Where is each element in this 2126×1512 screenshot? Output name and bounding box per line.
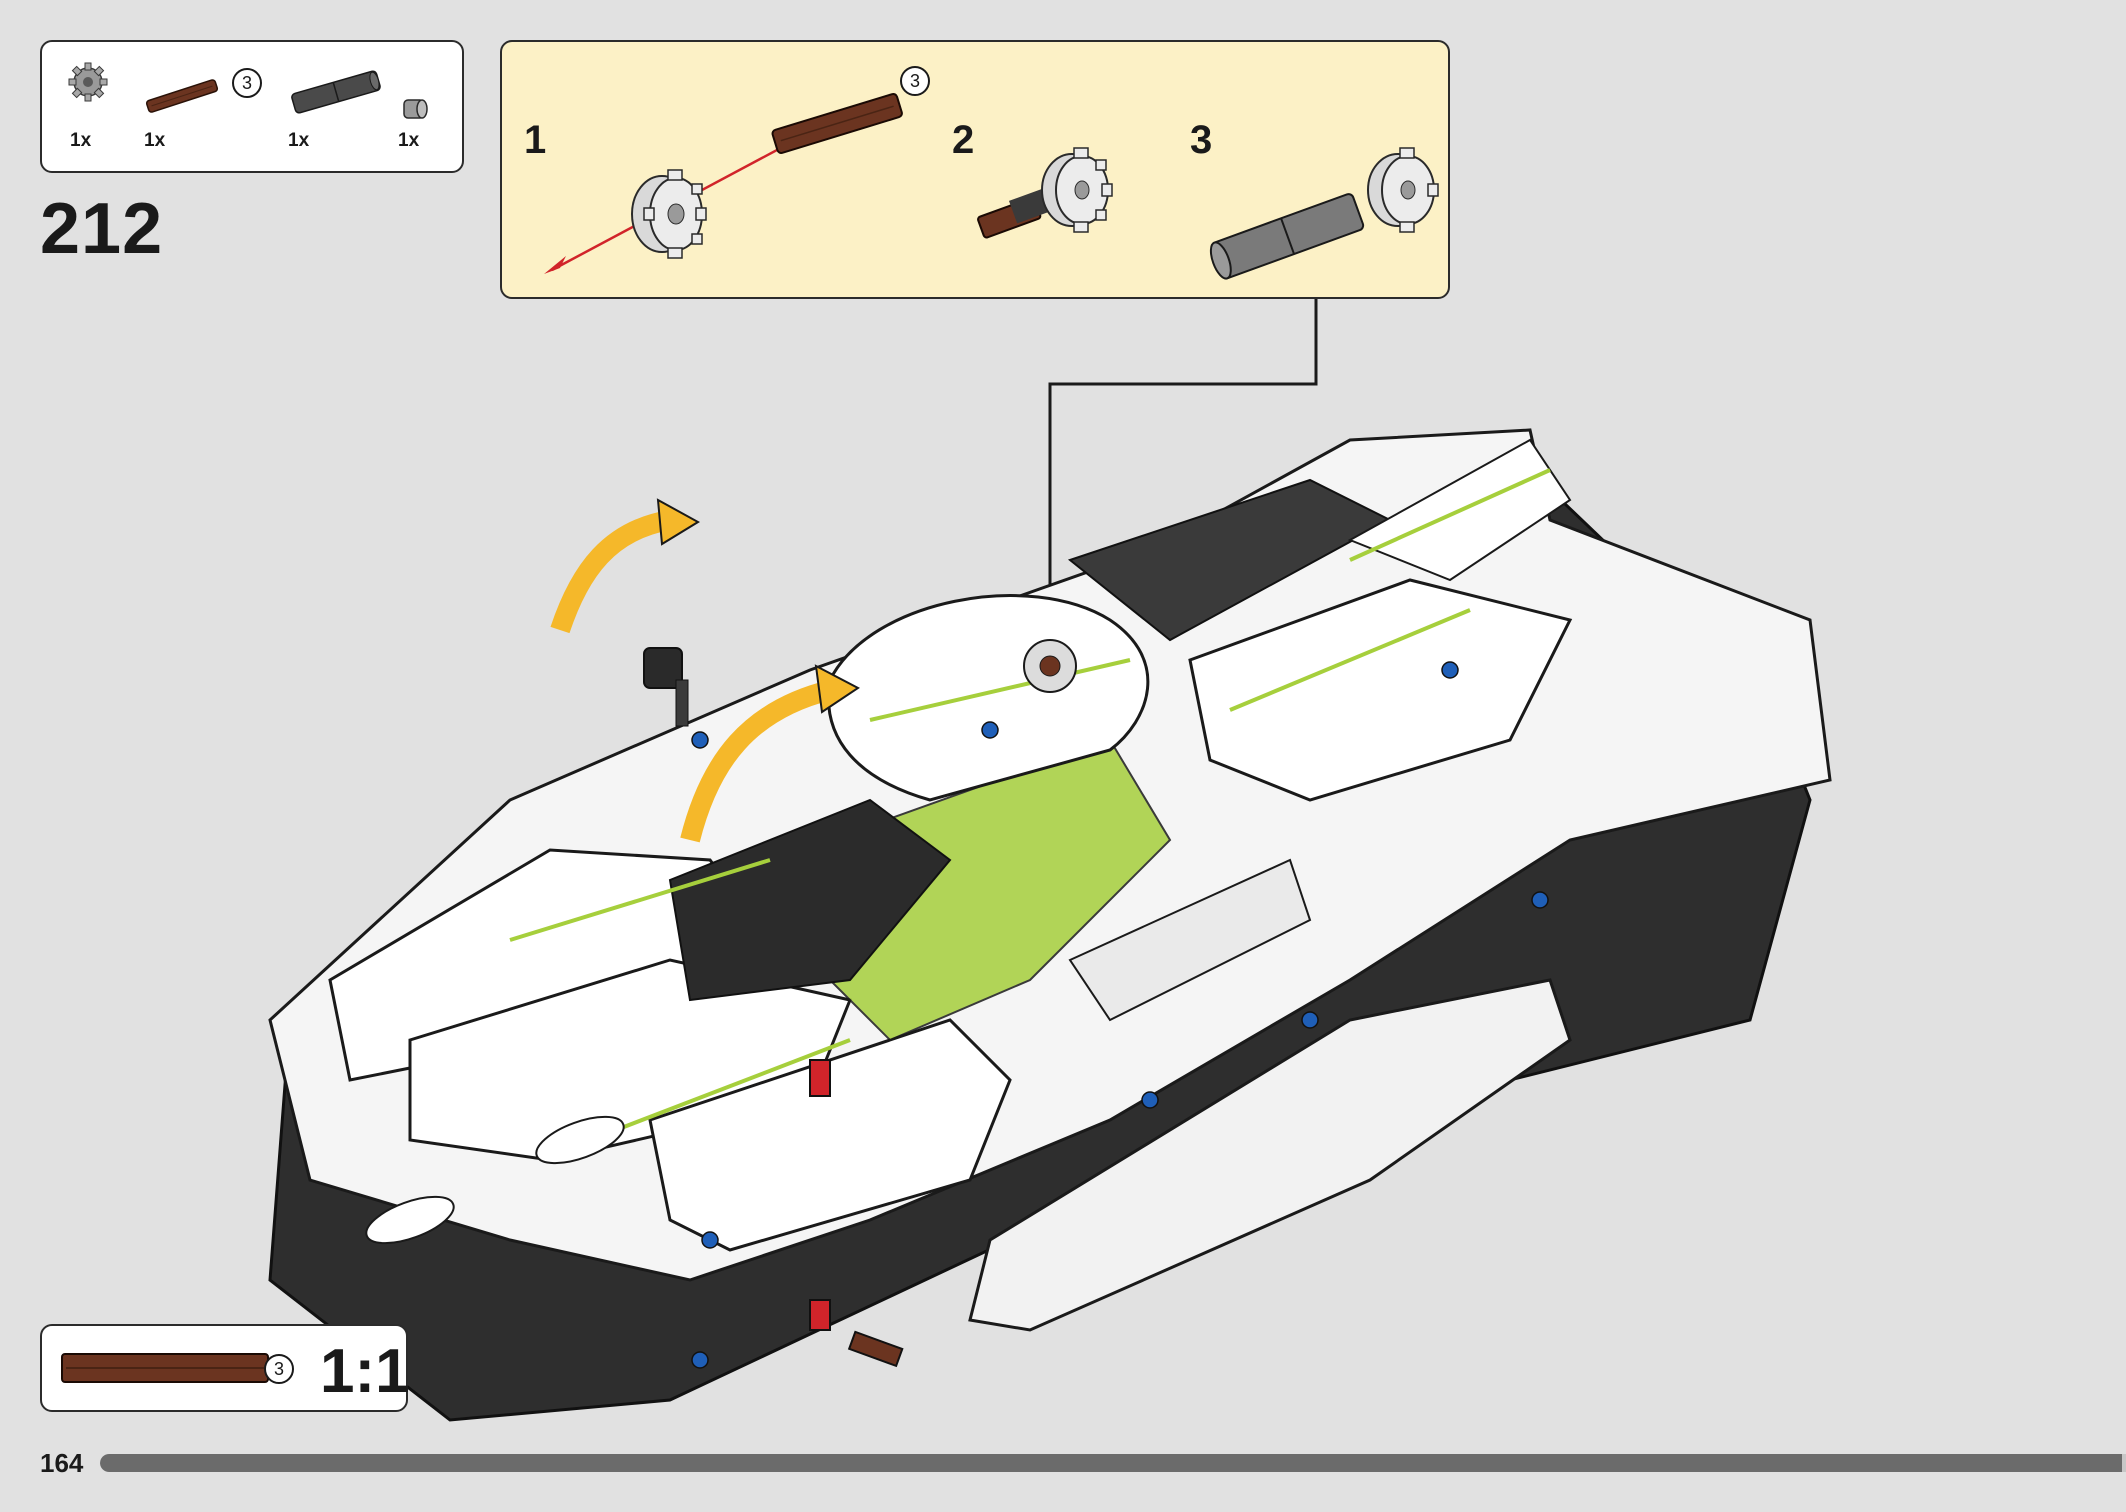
parts-list-panel: 1x 3 1x 1x 1x (40, 40, 464, 173)
scale-count-badge: 3 (264, 1354, 294, 1384)
substep-number: 3 (1190, 118, 1213, 162)
subassembly-count-badge: 3 (900, 66, 930, 96)
substep-number: 2 (952, 118, 975, 162)
connector-icon (291, 70, 381, 114)
model-illustration (268, 428, 1832, 1422)
gear-icon (977, 147, 1113, 239)
rotation-arrow-icon (550, 510, 833, 843)
gear-icon (68, 62, 108, 102)
progress-bar (100, 1454, 2126, 1472)
subassembly-panel: 1 2 3 3 (500, 40, 1450, 299)
part-qty: 1x (398, 130, 420, 151)
part-count-badge: 3 (232, 68, 262, 98)
step-number: 212 (40, 189, 164, 269)
part-qty: 1x (70, 130, 92, 151)
part-qty: 1x (144, 130, 166, 151)
axle-icon (61, 1353, 269, 1383)
assembly-arrow-icon (544, 92, 903, 274)
connector-icon (1209, 147, 1439, 280)
part-qty: 1x (288, 130, 310, 151)
bush-icon (403, 99, 428, 119)
scale-label: 1:1 (320, 1337, 410, 1406)
axle-icon (145, 79, 219, 113)
scale-check-panel: 3 (40, 1324, 408, 1412)
progress-fill (100, 1454, 2122, 1472)
page-number: 164 (40, 1448, 84, 1478)
substep-number: 1 (524, 118, 547, 162)
